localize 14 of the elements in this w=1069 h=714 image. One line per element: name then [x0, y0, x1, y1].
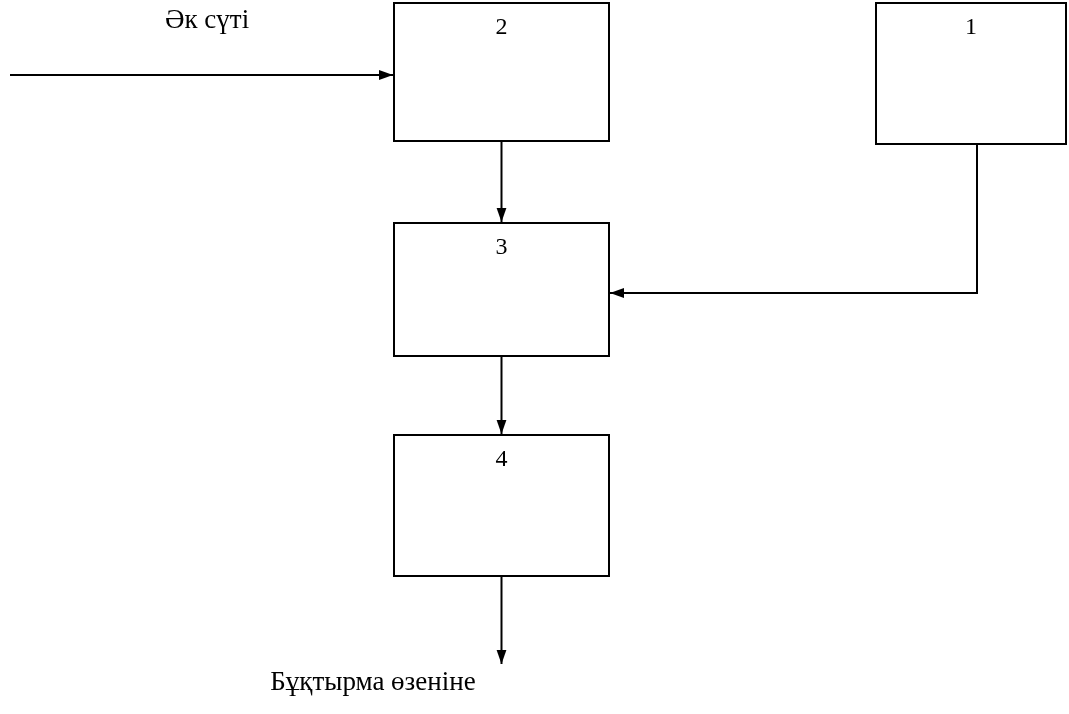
process-box	[393, 222, 610, 357]
box-number: 3	[494, 232, 509, 260]
arrow	[9, 70, 394, 80]
outlet-label: Бұқтырма өзеніне	[269, 665, 477, 698]
process-box	[875, 2, 1067, 145]
box-number: 4	[494, 444, 509, 472]
box-number: 1	[964, 12, 978, 40]
process-box	[393, 434, 610, 577]
arrow	[496, 576, 507, 665]
arrow	[496, 356, 507, 435]
process-box	[393, 2, 610, 142]
arrow	[496, 141, 507, 223]
arrow	[609, 144, 978, 298]
box-number: 2	[494, 12, 509, 40]
